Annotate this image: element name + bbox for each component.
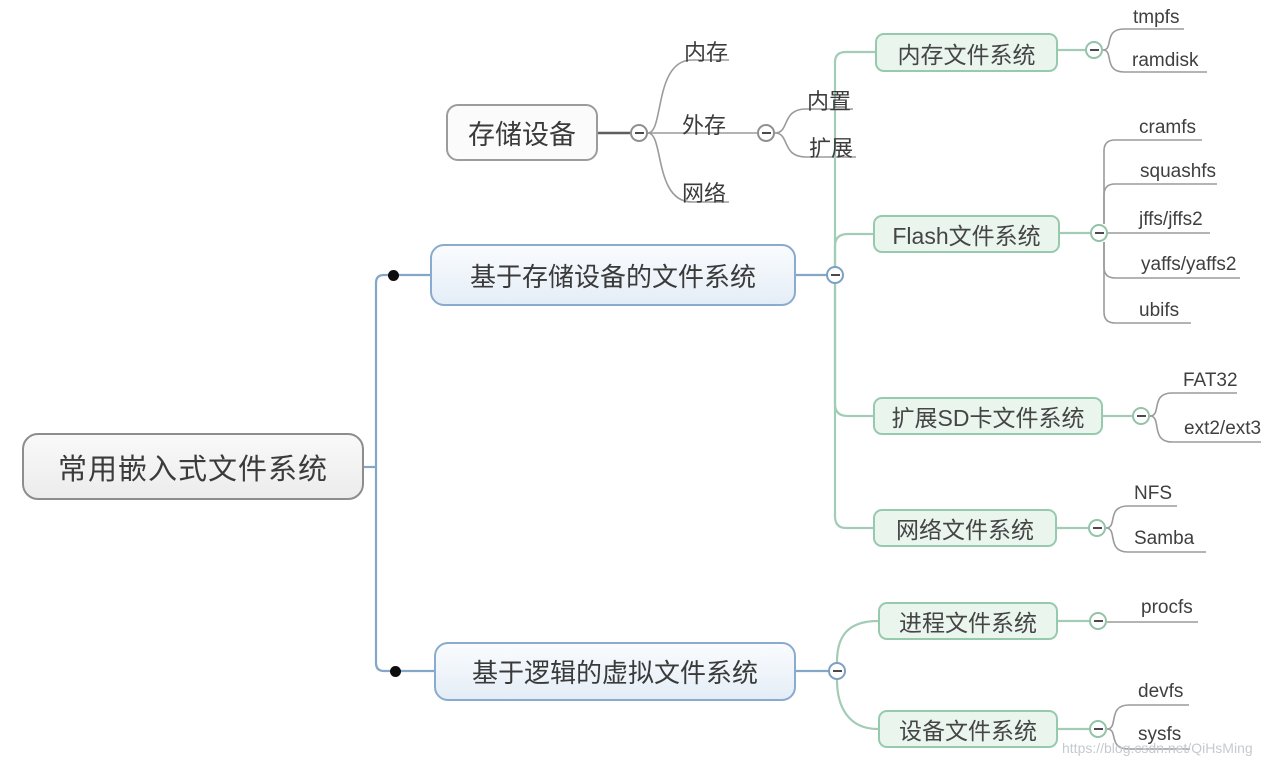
collapse-icon-external[interactable] [757, 124, 775, 142]
collapse-icon-process-fs[interactable] [1089, 612, 1107, 630]
leaf-cramfs[interactable]: cramfs [1139, 117, 1196, 138]
leaf-squashfs[interactable]: squashfs [1140, 161, 1217, 182]
junction-dot-bottom [390, 666, 401, 677]
root-node[interactable]: 常用嵌入式文件系统 [22, 433, 364, 500]
collapse-icon-logic-virtual-fs[interactable] [828, 662, 846, 680]
storage-map-branches [647, 59, 856, 203]
storage-device-node[interactable]: 存储设备 [446, 104, 598, 161]
leaf-nfs[interactable]: NFS [1134, 483, 1172, 504]
collapse-icon-storage-map[interactable] [630, 124, 648, 142]
leaf-procfs[interactable]: procfs [1141, 597, 1193, 618]
leaf-devfs[interactable]: devfs [1138, 681, 1184, 702]
collapse-icon-memory-fs[interactable] [1085, 41, 1103, 59]
collapse-icon-sdcard-fs[interactable] [1132, 407, 1150, 425]
leaf-ext2-ext3[interactable]: ext2/ext3 [1184, 418, 1262, 439]
collapse-icon-flash-fs[interactable] [1090, 224, 1108, 242]
leaf-fat32[interactable]: FAT32 [1183, 370, 1238, 391]
branch-node-logic-virtual-fs[interactable]: 基于逻辑的虚拟文件系统 [434, 642, 796, 701]
leaf-sysfs[interactable]: sysfs [1138, 724, 1182, 745]
topic-node-process-fs[interactable]: 进程文件系统 [878, 602, 1058, 640]
leaf-ramdisk[interactable]: ramdisk [1132, 50, 1199, 71]
watermark-text: https://blog.csdn.net/QiHsMing [1062, 740, 1253, 756]
map-label-external[interactable]: 外存 [682, 113, 727, 138]
topic-node-memory-fs[interactable]: 内存文件系统 [875, 33, 1058, 72]
leaf-ubifs[interactable]: ubifs [1139, 300, 1180, 321]
collapse-icon-network-fs[interactable] [1088, 519, 1106, 537]
map-label-expansion[interactable]: 扩展 [809, 136, 854, 161]
map-label-builtin[interactable]: 内置 [807, 89, 852, 114]
map-label-network[interactable]: 网络 [682, 181, 727, 206]
leaf-yaffs[interactable]: yaffs/yaffs2 [1141, 254, 1237, 275]
root-branch-wires [364, 273, 829, 673]
topic-node-network-fs[interactable]: 网络文件系统 [873, 509, 1057, 547]
topic-node-device-fs[interactable]: 设备文件系统 [878, 710, 1058, 748]
topic-node-sdcard-fs[interactable]: 扩展SD卡文件系统 [873, 397, 1103, 435]
topic-node-flash-fs[interactable]: Flash文件系统 [873, 215, 1060, 253]
leaf-samba[interactable]: Samba [1134, 528, 1195, 549]
junction-dot-top [388, 270, 399, 281]
leaf-jffs[interactable]: jffs/jffs2 [1139, 209, 1203, 230]
collapse-icon-device-fs[interactable] [1089, 720, 1107, 738]
branch-node-storage-based-fs[interactable]: 基于存储设备的文件系统 [430, 244, 796, 306]
topic-wires [833, 48, 1133, 731]
leaf-tmpfs[interactable]: tmpfs [1133, 7, 1180, 28]
map-label-memory[interactable]: 内存 [684, 40, 729, 65]
collapse-icon-storage-based-fs[interactable] [826, 266, 844, 284]
leaf-wires [1102, 28, 1261, 750]
